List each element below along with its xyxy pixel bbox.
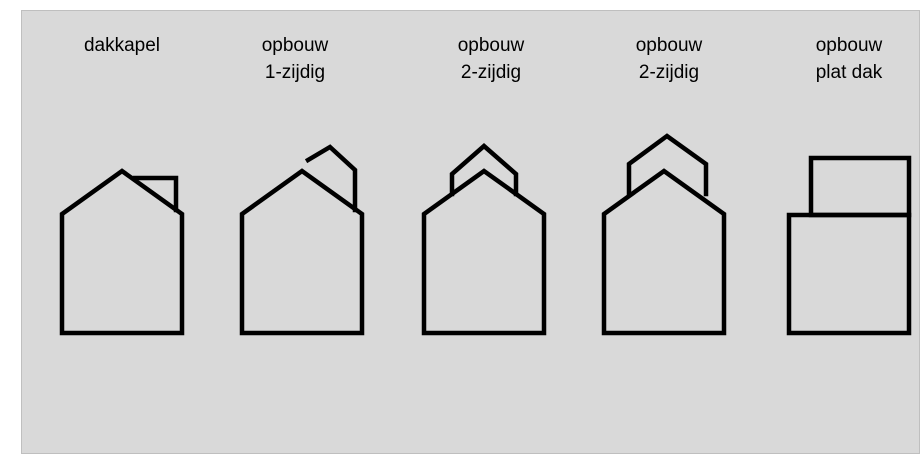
house-body xyxy=(424,171,544,333)
house-opbouw-1-zijdig xyxy=(242,147,362,333)
house-opbouw-plat-dak xyxy=(789,158,909,333)
house-dakkapel xyxy=(62,171,182,333)
house-body xyxy=(789,215,909,333)
house-opbouw-2-zijdig-b xyxy=(604,136,724,333)
flat-roof-extension xyxy=(811,158,909,215)
house-opbouw-2-zijdig-a xyxy=(424,146,544,333)
house-body xyxy=(242,171,362,333)
house-body xyxy=(62,171,182,333)
